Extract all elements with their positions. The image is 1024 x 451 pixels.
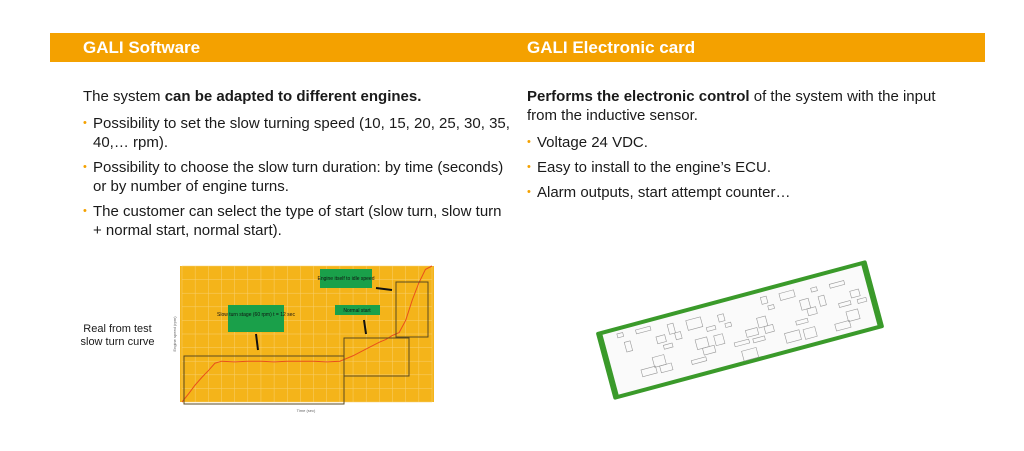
normal-start-box: [343, 337, 410, 377]
annotation-slow-turn: Slow turn stage (60 rpm) t = 12 sec: [217, 312, 295, 318]
arrow: [363, 319, 367, 335]
component: [756, 315, 769, 329]
chart-label: Real from test slow turn curve: [80, 323, 155, 348]
component: [702, 344, 717, 356]
electronic-card-image: [596, 260, 884, 400]
component: [802, 326, 818, 340]
component: [616, 332, 625, 339]
y-axis-label: Engine speed (rpm): [172, 316, 177, 352]
intro-bold: can be adapted to different engines.: [164, 88, 422, 105]
component: [685, 316, 704, 331]
component: [856, 296, 868, 304]
component: [828, 280, 846, 289]
section-title-software: GALI Software: [83, 38, 201, 57]
component: [838, 300, 852, 308]
component: [690, 356, 708, 365]
annotation-idle: Engine itself to idle speed: [318, 276, 375, 282]
arrow: [375, 287, 393, 291]
component: [795, 317, 809, 326]
component: [763, 323, 775, 334]
slow-turn-chart: Slow turn stage (60 rpm) t = 12 sec Norm…: [172, 265, 434, 413]
component: [640, 365, 658, 378]
idle-speed-box: [395, 281, 429, 338]
component: [744, 327, 760, 338]
component: [659, 362, 674, 374]
slow-turn-box: [183, 355, 345, 405]
component: [713, 333, 726, 347]
component: [778, 289, 796, 301]
component: [810, 286, 818, 293]
component: [662, 342, 674, 350]
bullet: Voltage 24 VDC.: [527, 133, 967, 152]
component: [799, 297, 812, 311]
component: [717, 313, 726, 323]
software-text: The system can be adapted to different e…: [83, 87, 513, 246]
component: [724, 321, 733, 328]
component: [635, 325, 652, 335]
annotation-normal-start: Normal start: [343, 308, 371, 314]
x-axis-label: Time (sec): [297, 408, 316, 413]
bullet: Possibility to choose the slow turn dura…: [83, 158, 513, 196]
section-title-card: GALI Electronic card: [527, 38, 696, 57]
component: [845, 308, 861, 322]
intro-text: of the system with the input from the in…: [527, 88, 936, 124]
bullet: Possibility to set the slow turning spee…: [83, 114, 513, 152]
component: [817, 294, 827, 307]
component: [741, 347, 760, 362]
header-bar: [50, 33, 985, 62]
intro-text: The system: [83, 88, 165, 105]
component: [806, 306, 818, 317]
component: [759, 295, 769, 305]
component: [666, 322, 676, 335]
bullet: Easy to install to the engine’s ECU.: [527, 158, 967, 177]
component: [674, 331, 683, 341]
bullet: Alarm outputs, start attempt counter…: [527, 183, 967, 202]
component: [767, 304, 775, 311]
component: [752, 335, 766, 344]
series-line: [181, 265, 433, 403]
component: [784, 329, 802, 344]
component: [705, 324, 717, 332]
card-board: [602, 265, 878, 395]
intro-bold: Performs the electronic control: [527, 88, 750, 105]
component: [733, 338, 751, 348]
component: [849, 288, 861, 299]
component: [655, 334, 667, 345]
component: [834, 320, 852, 332]
card-text: Performs the electronic control of the s…: [527, 87, 967, 208]
component: [623, 340, 634, 353]
arrow: [255, 333, 259, 351]
bullet: The customer can select the type of star…: [83, 202, 513, 240]
